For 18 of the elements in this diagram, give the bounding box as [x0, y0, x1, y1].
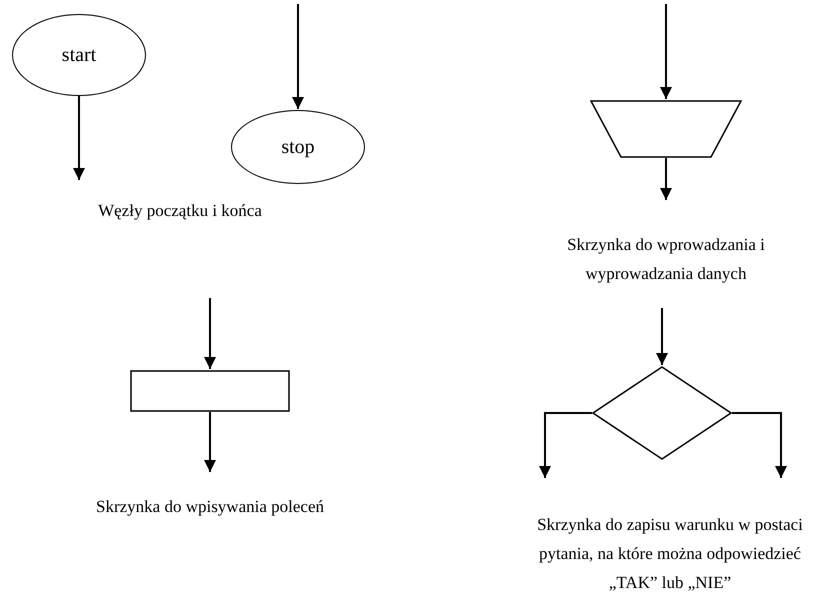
arrow [732, 412, 787, 478]
caption: Skrzynka do zapisu warunku w postaci pytania, na które można odpowiedzieć „TAK” lub „NIE” [536, 514, 804, 594]
terminal-ellipse: stop [231, 110, 365, 184]
arrow [539, 412, 592, 478]
caption: Skrzynka do wprowadzania i wyprowadzania danych [566, 234, 766, 285]
process-box [130, 370, 290, 412]
arrow [73, 96, 85, 180]
io-trapezoid [590, 100, 742, 158]
arrow [656, 308, 668, 365]
caption: Skrzynka do wpisywania poleceń [94, 496, 326, 518]
decision-diamond [592, 366, 732, 460]
arrow [204, 298, 216, 369]
arrow [660, 4, 672, 99]
arrow [660, 158, 672, 200]
caption: Węzły początku i końca [97, 200, 263, 222]
terminal-ellipse: start [12, 14, 146, 96]
arrow [204, 412, 216, 472]
arrow [292, 4, 304, 109]
